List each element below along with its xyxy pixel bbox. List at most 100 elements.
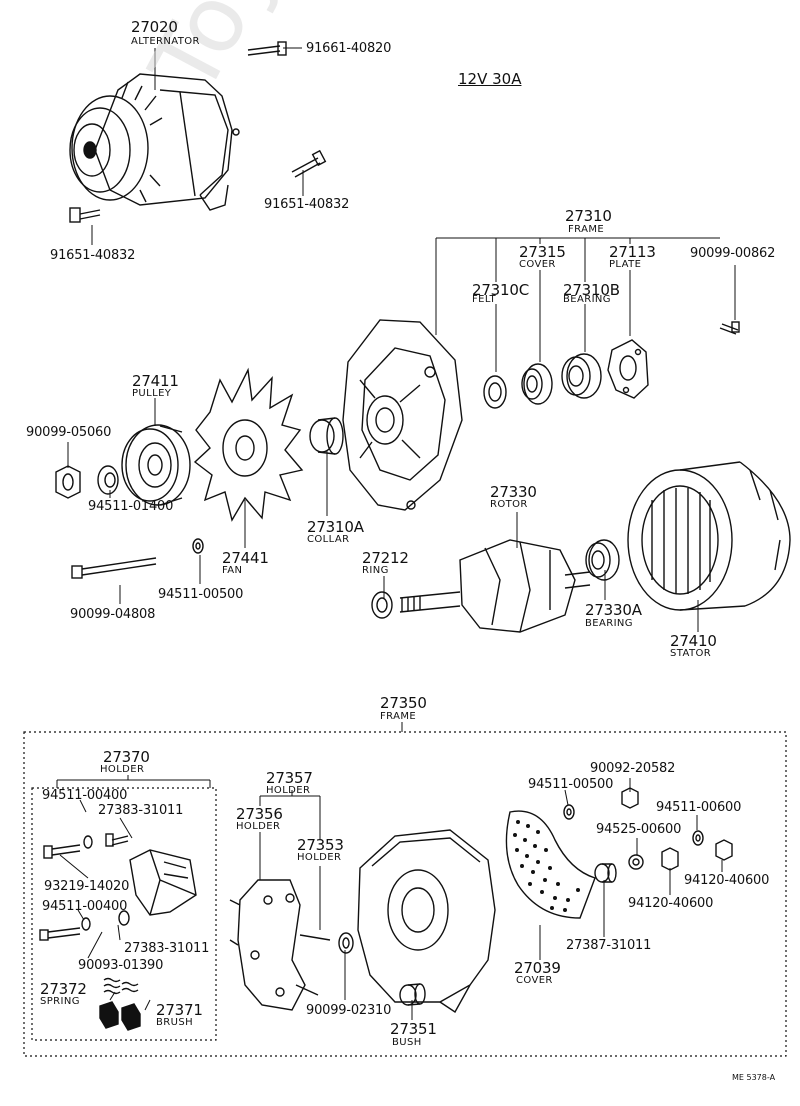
washer-90099-02310-label: 90099-02310	[306, 1003, 392, 1018]
screw-90099-00862-label: 90099-00862	[690, 246, 776, 261]
bolt-91651-40832-a	[291, 149, 327, 178]
bolt-93219-14020	[43, 844, 81, 859]
alternator-number: 27020	[131, 18, 178, 36]
bearing-27330A-number: 27330A	[585, 601, 642, 619]
bearing-27330A-name: BEARING	[585, 618, 633, 629]
nut-94120-40600-b	[715, 839, 733, 861]
ring-name: RING	[362, 565, 389, 576]
cover-27315	[521, 363, 553, 405]
fan-27441	[193, 367, 304, 522]
stator-name: STATOR	[670, 648, 712, 659]
rear-frame-27350	[357, 829, 496, 1014]
rotor-27330	[371, 539, 591, 633]
rear-cover-27039	[505, 810, 596, 919]
bush-27351	[399, 983, 426, 1006]
holder-27357-name: HOLDER	[266, 785, 311, 796]
long-bolt-90099-04808-label: 90099-04808	[70, 607, 156, 622]
bolt-91651-40832-a-label: 91651-40832	[264, 197, 350, 212]
spring-name: SPRING	[40, 996, 80, 1007]
rear-cover-name: COVER	[516, 975, 553, 986]
brush-number: 27371	[156, 1001, 203, 1019]
plate-27113	[607, 339, 649, 399]
holder-27356-number: 27356	[236, 805, 283, 823]
holder-27353-name: HOLDER	[297, 852, 342, 863]
holder-27370-number: 27370	[103, 748, 150, 766]
pulley-name: PULLEY	[132, 388, 172, 399]
rear-frame-number: 27350	[380, 694, 427, 712]
nut-90099-05060	[55, 465, 81, 499]
screw-90099-00862	[719, 321, 740, 335]
bolt-91651-40832-b-label: 91651-40832	[50, 248, 136, 263]
washer-94511-00600	[692, 830, 704, 846]
fan-number: 27441	[222, 549, 269, 567]
stator-number: 27410	[670, 632, 717, 650]
washer-94511-00500	[192, 538, 204, 554]
cover-number: 27315	[519, 243, 566, 261]
alternator-assembly	[69, 73, 240, 211]
plate-name: PLATE	[609, 259, 642, 270]
rotor-name: ROTOR	[490, 499, 528, 510]
ring-number: 27212	[362, 549, 409, 567]
bolt-93219-14020-label: 93219-14020	[44, 879, 130, 894]
bolt-91661-40820	[247, 41, 287, 56]
holder-box	[31, 787, 217, 1041]
washer-94511-00400-a-label: 94511-00400	[42, 788, 128, 803]
screw-27383-31011-b-label: 27383-31011	[124, 941, 210, 956]
felt-number: 27310C	[472, 281, 529, 299]
diagram-code: ME 5378-A	[732, 1073, 776, 1082]
nut-94120-40600-a-label: 94120-40600	[628, 896, 714, 911]
bushing-27387-31011	[594, 863, 617, 883]
felt-27310C	[483, 375, 507, 409]
washer-90099-02310	[338, 932, 354, 954]
frame-number: 27310	[565, 207, 612, 225]
spring-27372	[103, 977, 139, 995]
brush-holder	[129, 849, 197, 916]
screw-27383-31011-a	[105, 833, 129, 847]
bolt-91661-40820-label: 91661-40820	[306, 41, 392, 56]
bolt-90093-01390-label: 90093-01390	[78, 958, 164, 973]
screw-27383-31011-a-label: 27383-31011	[98, 803, 184, 818]
lock-washer-94511-01400	[97, 465, 119, 495]
washer-94511-00400-b	[81, 917, 91, 931]
nut-90092-20582-label: 90092-20582	[590, 761, 676, 776]
washer-94511-00500-rear-label: 94511-00500	[528, 777, 614, 792]
nut-94120-40600-b-label: 94120-40600	[684, 873, 770, 888]
alternator-name: ALTERNATOR	[131, 36, 200, 47]
brushes-27371	[99, 1001, 141, 1031]
cover-name: COVER	[519, 259, 556, 270]
collar-number: 27310A	[307, 518, 364, 536]
collar-name: COLLAR	[307, 534, 350, 545]
plate-number: 27113	[609, 243, 656, 261]
bolt-90093-01390	[39, 927, 81, 941]
nut-90092-20582	[621, 787, 639, 809]
felt-name: FELT	[472, 294, 496, 305]
stator-27410	[627, 461, 791, 611]
fan-name: FAN	[222, 565, 243, 576]
screw-27383-31011-b	[118, 910, 130, 926]
spring-number: 27372	[40, 980, 87, 998]
washer-94511-00400-a	[83, 835, 93, 849]
washer-94511-00400-b-label: 94511-00400	[42, 899, 128, 914]
rear-frame-box	[23, 731, 787, 1057]
bearing-27310B	[561, 353, 602, 399]
holder-27370-name: HOLDER	[100, 764, 145, 775]
washer-94511-01400-label: 94511-01400	[88, 499, 174, 514]
collar-27310A	[309, 417, 344, 455]
lock-washer-94525-00600-label: 94525-00600	[596, 822, 682, 837]
brush-name: BRUSH	[156, 1017, 193, 1028]
nut-94120-40600-a	[661, 847, 679, 871]
pulley-number: 27411	[132, 372, 179, 390]
rear-cover-number: 27039	[514, 959, 561, 977]
holder-27357-number: 27357	[266, 769, 313, 787]
pulley-27411	[121, 424, 191, 506]
bearing-27330A	[585, 539, 620, 581]
bearing-27310B-number: 27310B	[563, 281, 620, 299]
washer-94511-00500-rear	[563, 804, 575, 820]
frame-name: FRAME	[568, 224, 605, 235]
holder-27353-number: 27353	[297, 836, 344, 854]
leader-lines	[56, 47, 736, 1020]
spec-label: 12V 30A	[458, 70, 522, 88]
rear-frame-name: FRAME	[380, 711, 417, 722]
holder-plate-27356	[229, 879, 331, 1011]
